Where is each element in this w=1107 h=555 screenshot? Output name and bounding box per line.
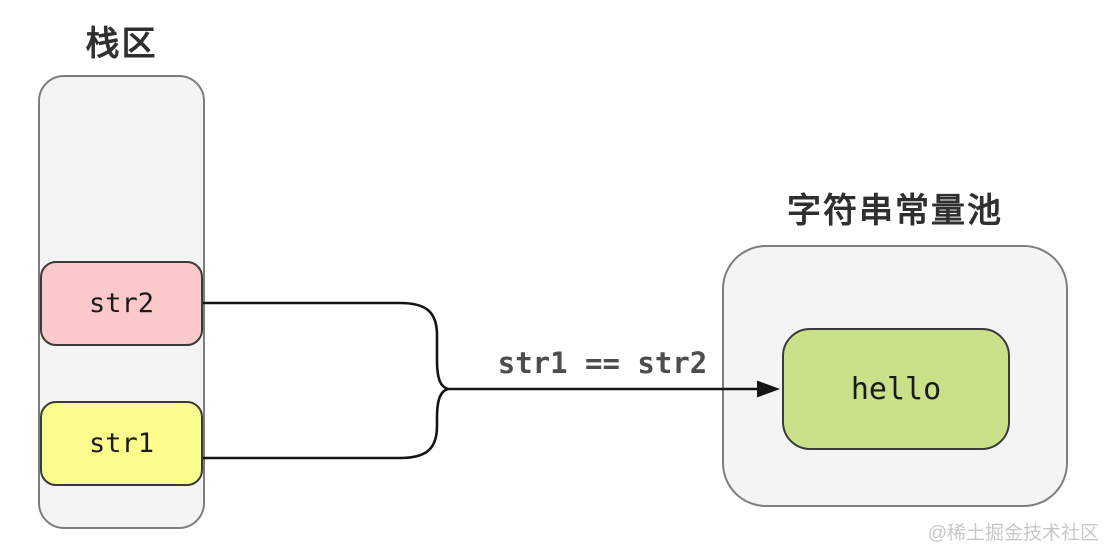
stack-frame-str1-label: str1: [88, 428, 155, 459]
pool-region-title: 字符串常量池: [787, 192, 1003, 230]
watermark: @稀土掘金技术社区: [927, 523, 1099, 544]
stack-frame-str1: str1: [40, 401, 203, 486]
arrow-label: str1 == str2: [497, 346, 708, 380]
connector-from-str2: [203, 301, 449, 391]
pool-entry-hello: hello: [782, 328, 1010, 450]
connector-from-str1: [203, 387, 449, 460]
stack-frame-str2-label: str2: [88, 288, 155, 319]
pool-entry-hello-label: hello: [850, 371, 942, 407]
stack-region-title: 栈区: [85, 25, 158, 63]
stack-frame-str2: str2: [40, 261, 203, 346]
